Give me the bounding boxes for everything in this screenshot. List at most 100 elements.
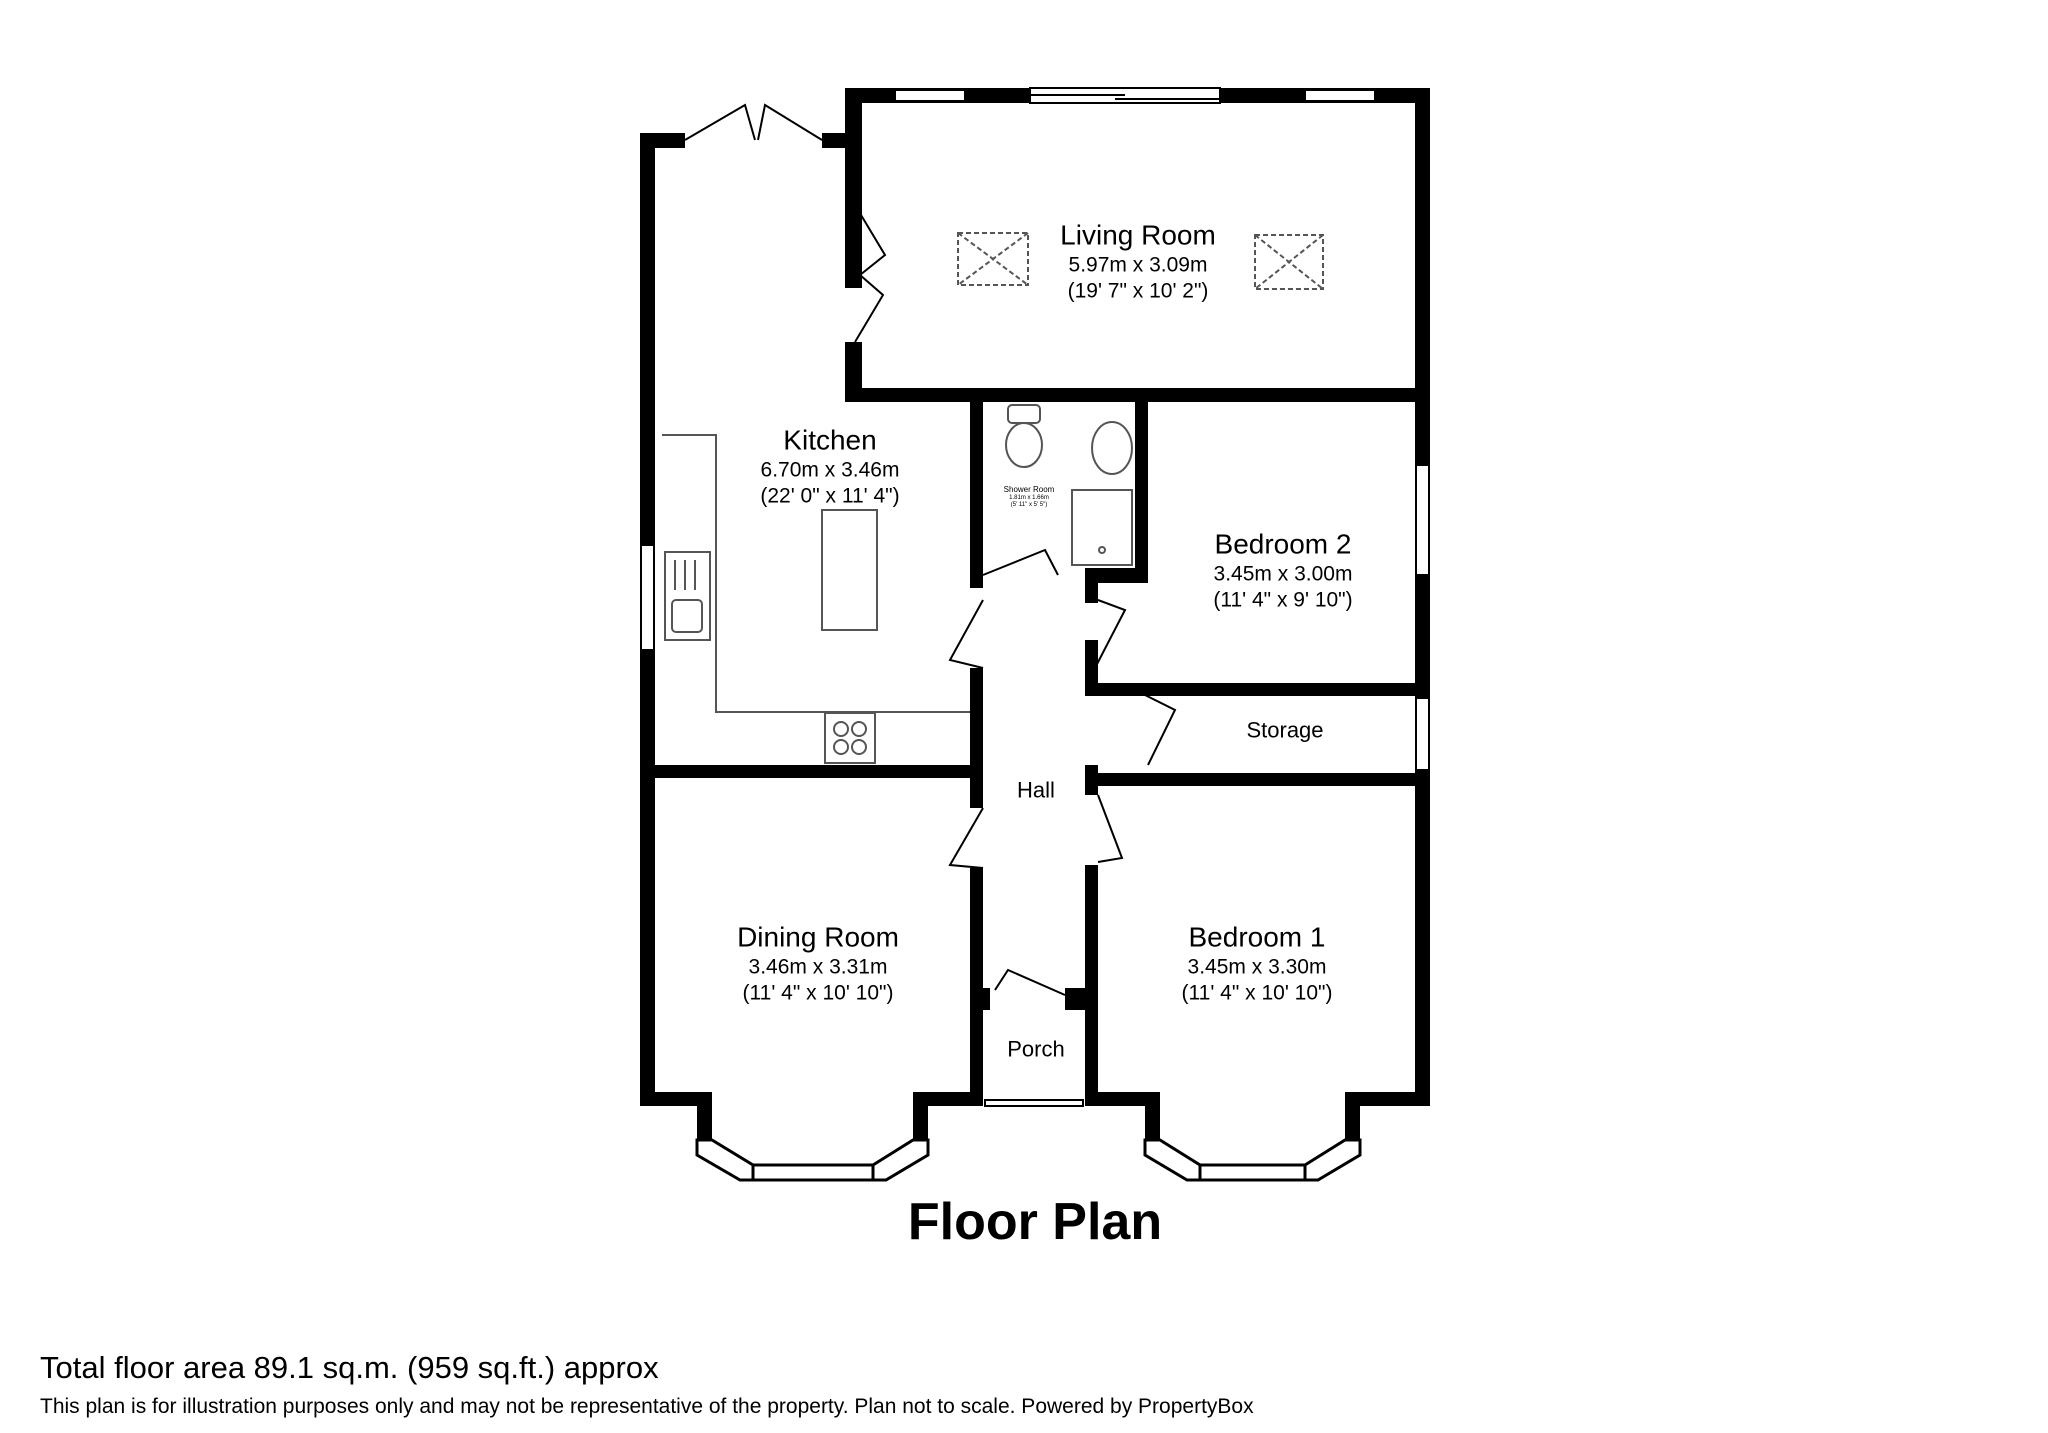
outer-wall-south-bed1-right — [1345, 1092, 1430, 1106]
door-kitchen-french-right — [757, 103, 823, 141]
windows — [640, 87, 1430, 1107]
kitchen-sink-bowl — [671, 599, 703, 633]
outer-wall-south-dining-left — [640, 1092, 710, 1106]
bay-bed1-left-window — [1143, 1138, 1202, 1182]
disclaimer-text: This plan is for illustration purposes o… — [40, 1395, 1254, 1418]
toilet-cistern — [1007, 404, 1041, 424]
door-kitchen-french-left — [684, 103, 756, 141]
walls — [640, 88, 1430, 1142]
room-name: Porch — [1007, 1036, 1065, 1062]
window-living-north-left — [894, 89, 966, 102]
room-label-bedroom-2: Bedroom 2 3.45m x 3.00m (11' 4" x 9' 10"… — [1213, 527, 1352, 612]
room-name: Kitchen — [783, 424, 877, 456]
bay-bed1-front-window — [1198, 1163, 1307, 1182]
shower-tray — [1071, 489, 1133, 566]
doors — [684, 103, 1177, 996]
door-dining — [948, 807, 984, 869]
door-bedroom1 — [1097, 794, 1124, 863]
door-porch — [994, 968, 1066, 996]
window-bedroom2-east — [1415, 464, 1430, 576]
bay-windows — [695, 1138, 1362, 1182]
plan-title: Floor Plan — [907, 1193, 1163, 1251]
bay-dining-stub-right — [913, 1092, 928, 1142]
window-living-north-right — [1304, 89, 1376, 102]
room-dimensions-imperial: (5' 11" x 5' 5") — [1010, 501, 1048, 508]
room-label-living-room: Living Room 5.97m x 3.09m (19' 7" x 10' … — [1060, 218, 1216, 303]
room-name: Bedroom 1 — [1188, 921, 1326, 953]
fixtures — [662, 232, 1324, 764]
wall-kitchen-living-top — [845, 88, 862, 288]
shower-drain — [1098, 546, 1106, 554]
skylight-right — [1254, 234, 1324, 290]
bay-dining-front-window — [751, 1163, 875, 1182]
room-label-hall: Hall — [1017, 778, 1055, 805]
wall-porch-jamb-right — [1065, 988, 1098, 1010]
door-kitchen-hall — [948, 599, 984, 669]
wall-storage-south — [1085, 773, 1430, 786]
room-name: Living Room — [1060, 219, 1216, 251]
window-kitchen-west — [640, 544, 655, 651]
wall-porch-west — [970, 1010, 983, 1106]
room-dimensions-metric: 3.45m x 3.30m — [1187, 955, 1327, 979]
porch-entrance-threshold — [984, 1099, 1084, 1107]
window-storage-east — [1415, 697, 1430, 771]
bay-bed1-right-window — [1303, 1138, 1362, 1182]
total-floor-area: Total floor area 89.1 sq.m. (959 sq.ft.)… — [40, 1350, 659, 1385]
room-dimensions-metric: 5.97m x 3.09m — [1068, 253, 1208, 277]
room-dimensions-metric: 3.46m x 3.31m — [748, 955, 888, 979]
room-label-porch: Porch — [1007, 1037, 1064, 1064]
room-label-bedroom-1: Bedroom 1 3.45m x 3.30m (11' 4" x 10' 10… — [1182, 920, 1333, 1005]
bay-dining-left-window — [695, 1138, 755, 1182]
room-dimensions-imperial: (22' 0" x 11' 4") — [760, 484, 900, 508]
room-label-kitchen: Kitchen 6.70m x 3.46m (22' 0" x 11' 4") — [760, 423, 899, 508]
door-kitchen-living-bifold — [854, 204, 887, 343]
room-name: Dining Room — [737, 921, 899, 953]
kitchen-sink — [664, 551, 711, 641]
wall-kitchen-living-bottom — [845, 342, 862, 402]
outer-wall-south-dining-right — [915, 1092, 983, 1106]
wall-hall-west-lower — [970, 868, 983, 988]
toilet-bowl — [1005, 422, 1043, 468]
room-label-shower-room: Shower Room 1.81m x 1.66m (5' 11" x 5' 5… — [1004, 485, 1055, 509]
door-bedroom2 — [1094, 599, 1127, 669]
room-dimensions-metric: 1.81m x 1.66m — [1009, 494, 1049, 501]
wall-hall-west-mid — [970, 668, 983, 808]
bay-dining-right-window — [871, 1138, 930, 1182]
wall-porch-east — [1085, 1010, 1098, 1106]
wall-shower-east — [1135, 388, 1148, 583]
bay-bed1-stub-right — [1345, 1092, 1360, 1142]
room-dimensions-imperial: (19' 7" x 10' 2") — [1067, 279, 1209, 303]
wall-porch-jamb-left — [970, 988, 990, 1010]
door-shower-room — [982, 548, 1059, 576]
wall-hall-west-top — [970, 388, 983, 588]
kitchen-hob — [824, 712, 876, 764]
outer-wall-south-bed1-left — [1085, 1092, 1160, 1106]
bay-bed1-stub-left — [1145, 1092, 1160, 1142]
room-dimensions-metric: 3.45m x 3.00m — [1213, 562, 1353, 586]
hob-ring — [833, 721, 849, 737]
room-dimensions-imperial: (11' 4" x 9' 10") — [1213, 588, 1353, 612]
wall-bedroom2-south — [1085, 683, 1430, 696]
room-name: Shower Room — [1003, 484, 1055, 494]
room-label-dining-room: Dining Room 3.46m x 3.31m (11' 4" x 10' … — [737, 920, 899, 1005]
wall-shower-door-jamb — [1085, 568, 1098, 603]
room-name: Storage — [1246, 717, 1324, 743]
hob-ring — [851, 721, 867, 737]
door-storage — [1144, 694, 1177, 766]
bay-dining-stub-left — [697, 1092, 712, 1142]
wall-hall-east-upper — [1085, 640, 1098, 695]
room-dimensions-imperial: (11' 4" x 10' 10") — [1181, 981, 1333, 1005]
wall-kitchen-dining — [640, 765, 983, 778]
room-label-storage: Storage — [1246, 718, 1323, 745]
room-name: Hall — [1017, 777, 1055, 803]
hob-ring — [851, 739, 867, 755]
kitchen-island — [821, 509, 878, 631]
room-dimensions-imperial: (11' 4" x 10' 10") — [742, 981, 894, 1005]
wall-shower-south — [1085, 568, 1148, 583]
skylight-left — [957, 232, 1029, 286]
room-name: Bedroom 2 — [1214, 528, 1352, 560]
shower-room-basin — [1091, 421, 1133, 475]
room-dimensions-metric: 6.70m x 3.46m — [760, 458, 900, 482]
outer-wall-east — [1415, 88, 1430, 1106]
